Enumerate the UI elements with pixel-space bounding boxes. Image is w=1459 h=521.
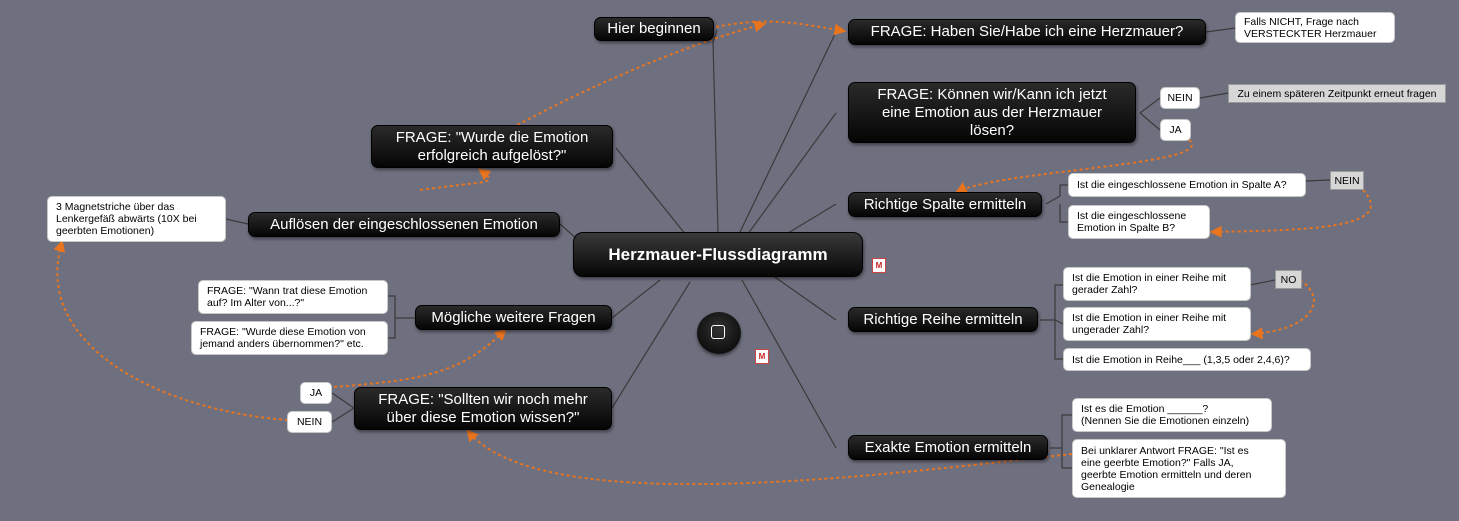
- node-reihe-nummer[interactable]: Ist die Emotion in Reihe___ (1,3,5 oder …: [1063, 348, 1311, 371]
- node-nein-1[interactable]: NEIN: [1160, 87, 1200, 109]
- node-frage-herzmauer[interactable]: FRAGE: Haben Sie/Habe ich eine Herzmauer…: [848, 19, 1206, 45]
- stop-square: [711, 325, 725, 339]
- node-hier-beginnen[interactable]: Hier beginnen: [594, 17, 714, 41]
- node-no[interactable]: NO: [1275, 270, 1302, 289]
- node-frage-loesen[interactable]: FRAGE: Können wir/Kann ich jetzt eine Em…: [848, 82, 1136, 143]
- note-icon[interactable]: M: [755, 349, 769, 364]
- node-reihe[interactable]: Richtige Reihe ermitteln: [848, 307, 1038, 332]
- note-icon[interactable]: M: [872, 258, 886, 273]
- node-nein-3[interactable]: NEIN: [287, 411, 332, 433]
- node-reihe-ungerade[interactable]: Ist die Emotion in einer Reihe mit unger…: [1063, 307, 1251, 341]
- node-falls-nicht[interactable]: Falls NICHT, Frage nach VERSTECKTER Herz…: [1235, 12, 1395, 43]
- node-spalte[interactable]: Richtige Spalte ermitteln: [848, 192, 1042, 217]
- stop-icon[interactable]: [697, 312, 741, 354]
- node-uebernommen[interactable]: FRAGE: "Wurde diese Emotion von jemand a…: [191, 321, 388, 355]
- node-ja-1[interactable]: JA: [1160, 119, 1191, 141]
- node-nein-2[interactable]: NEIN: [1330, 171, 1364, 190]
- node-magnet[interactable]: 3 Magnetstriche über das Lenkergefäß abw…: [47, 196, 226, 242]
- node-spaeter[interactable]: Zu einem späteren Zeitpunkt erneut frage…: [1228, 84, 1446, 103]
- center-topic-label: Herzmauer-Flussdiagramm: [608, 244, 828, 264]
- node-geerbt[interactable]: Bei unklarer Antwort FRAGE: "Ist es eine…: [1072, 439, 1286, 498]
- node-exakt[interactable]: Exakte Emotion ermitteln: [848, 435, 1048, 460]
- center-topic[interactable]: Herzmauer-Flussdiagramm: [573, 232, 863, 277]
- node-mehr-wissen[interactable]: FRAGE: "Sollten wir noch mehr über diese…: [354, 387, 612, 430]
- node-reihe-gerade[interactable]: Ist die Emotion in einer Reihe mit gerad…: [1063, 267, 1251, 301]
- node-frage-aufgeloest[interactable]: FRAGE: "Wurde die Emotion erfolgreich au…: [371, 125, 613, 168]
- node-emotion-name[interactable]: Ist es die Emotion ______? (Nennen Sie d…: [1072, 398, 1272, 432]
- node-spalte-b[interactable]: Ist die eingeschlossene Emotion in Spalt…: [1068, 205, 1210, 239]
- node-aufloesen[interactable]: Auflösen der eingeschlossenen Emotion: [248, 212, 560, 237]
- node-weitere[interactable]: Mögliche weitere Fragen: [415, 305, 612, 330]
- node-spalte-a[interactable]: Ist die eingeschlossene Emotion in Spalt…: [1068, 173, 1306, 197]
- node-ja-2[interactable]: JA: [300, 382, 332, 404]
- node-wann[interactable]: FRAGE: "Wann trat diese Emotion auf? Im …: [198, 280, 388, 314]
